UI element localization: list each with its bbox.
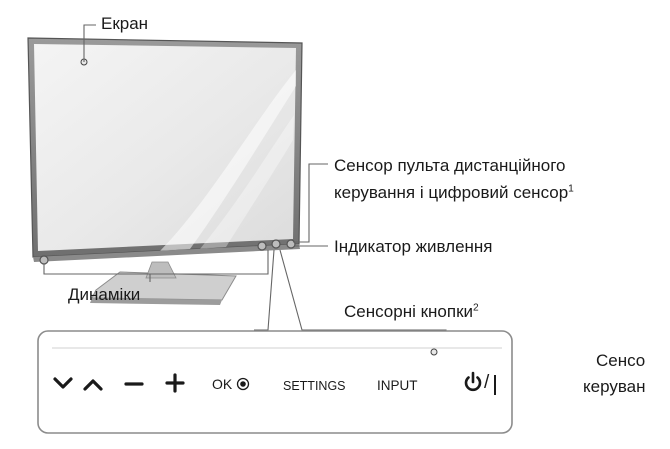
label-remote-sensor-line2-text: керування і цифровий сенсор xyxy=(334,183,569,202)
power-slash-label: / xyxy=(484,372,490,393)
ok-button[interactable]: OK xyxy=(212,377,232,391)
label-remote-sensor-line2: керування і цифровий сенсор1 xyxy=(334,184,574,201)
label-touch-buttons-sup: 2 xyxy=(473,302,479,314)
label-touch-buttons-text: Сенсорні кнопки xyxy=(344,302,474,321)
power-icon[interactable] xyxy=(462,370,484,394)
speaker-dot-right xyxy=(257,241,267,251)
radio-dot-icon xyxy=(236,377,250,391)
chevron-up-icon[interactable] xyxy=(82,378,104,392)
touch-button-dot xyxy=(271,239,281,249)
tv-body xyxy=(27,37,303,262)
label-power-indicator: Індикатор живлення xyxy=(334,237,493,256)
power-bar-icon xyxy=(494,375,496,395)
input-button[interactable]: INPUT xyxy=(377,378,418,393)
minus-icon[interactable] xyxy=(124,380,144,388)
label-remote-sensor-sup: 1 xyxy=(568,183,574,195)
power-indicator-dot xyxy=(286,239,296,249)
touch-button-panel xyxy=(37,330,513,434)
touch-buttons-callout-dot xyxy=(430,348,438,356)
speaker-dot-left xyxy=(39,255,49,265)
label-screen: Екран xyxy=(101,14,149,33)
chevron-down-icon[interactable] xyxy=(52,376,74,390)
label-cut-line1: Сенсо xyxy=(596,351,646,370)
label-cut-line2: керуван xyxy=(583,377,646,396)
label-remote-sensor-line1: Сенсор пульта дистанційного xyxy=(334,156,566,175)
plus-icon[interactable] xyxy=(164,372,186,394)
settings-button[interactable]: SETTINGS xyxy=(283,379,346,393)
tv-screen xyxy=(34,44,296,251)
label-touch-buttons: Сенсорні кнопки2 xyxy=(344,303,479,320)
label-speakers: Динаміки xyxy=(68,285,141,304)
ok-button-label: OK xyxy=(212,376,233,392)
